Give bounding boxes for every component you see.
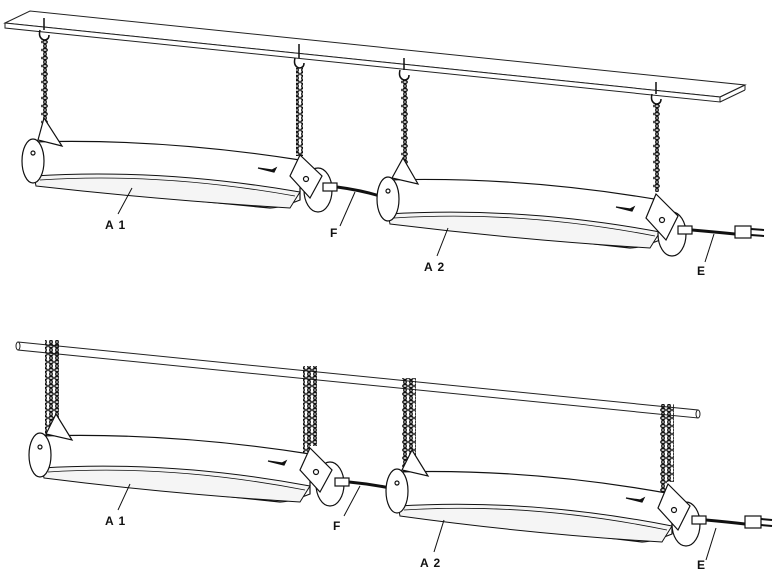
label-e: E (697, 558, 706, 572)
label-a2: A 2 (420, 556, 441, 570)
chain (41, 40, 660, 192)
label-a1: A 1 (105, 218, 126, 232)
power-cord-e (691, 225, 765, 239)
label-a1: A 1 (105, 514, 126, 528)
label-leaders (117, 483, 717, 561)
light-fixture-a2 (376, 156, 693, 257)
label-f: F (330, 226, 338, 240)
power-cord-e (705, 515, 773, 529)
ceiling-rod (15, 341, 701, 419)
label-f: F (333, 519, 341, 533)
light-fixture-a1 (21, 116, 338, 213)
label-a2: A 2 (424, 260, 445, 274)
connecting-cord-f (336, 185, 381, 198)
chain (45, 340, 674, 496)
light-fixture-a1 (28, 412, 350, 507)
bottom-diagram: A 1 F A 2 E (15, 340, 773, 572)
ceiling-board (3, 10, 747, 103)
label-leaders (117, 187, 715, 263)
light-fixture-a2 (385, 448, 707, 547)
connecting-cord-f (348, 480, 391, 490)
top-diagram: A 1 F A 2 E (3, 10, 765, 278)
label-e: E (697, 264, 706, 278)
